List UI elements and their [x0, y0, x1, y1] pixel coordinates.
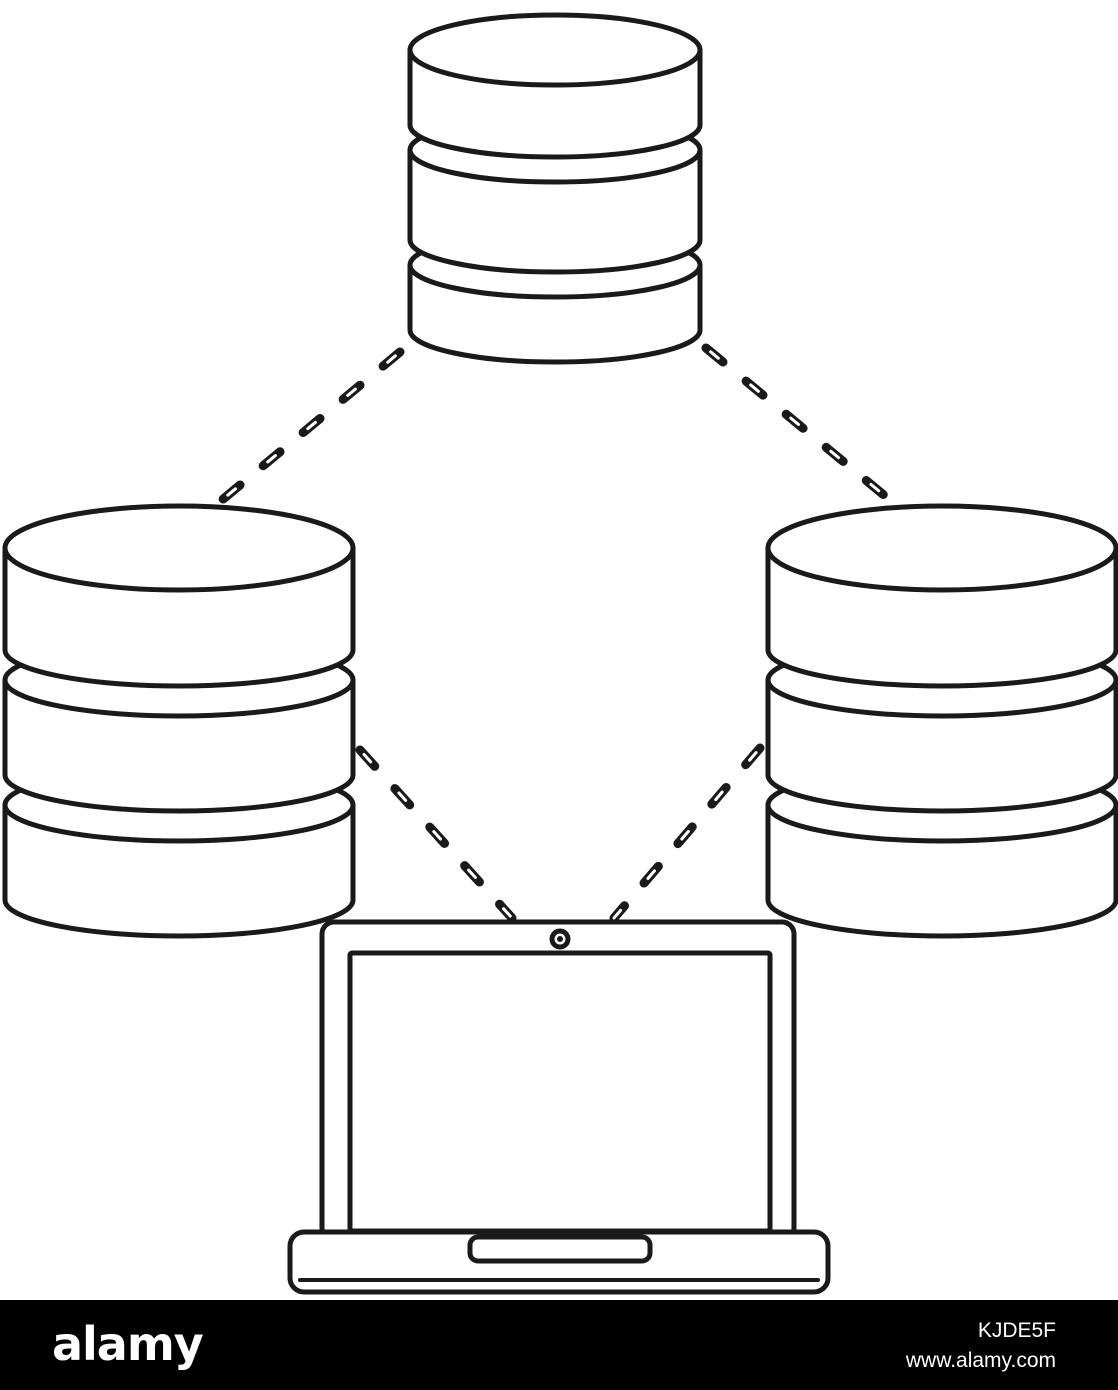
watermark-footer: alamy KJDE5F www.alamy.com	[0, 1300, 1118, 1390]
site-url-label: www.alamy.com	[905, 1349, 1056, 1372]
connection-right-laptop	[609, 743, 765, 923]
image-id-label: KJDE5F	[977, 1319, 1056, 1342]
brand-logo: alamy	[52, 1317, 204, 1371]
laptop-icon	[287, 919, 831, 1295]
database-icon	[2, 503, 356, 939]
database-icon	[765, 503, 1118, 939]
connection-left-laptop	[355, 745, 517, 923]
database-icon	[407, 12, 703, 365]
network-diagram	[2, 12, 1118, 1295]
connection-top-left	[217, 347, 405, 505]
connection-top-right	[701, 343, 890, 501]
